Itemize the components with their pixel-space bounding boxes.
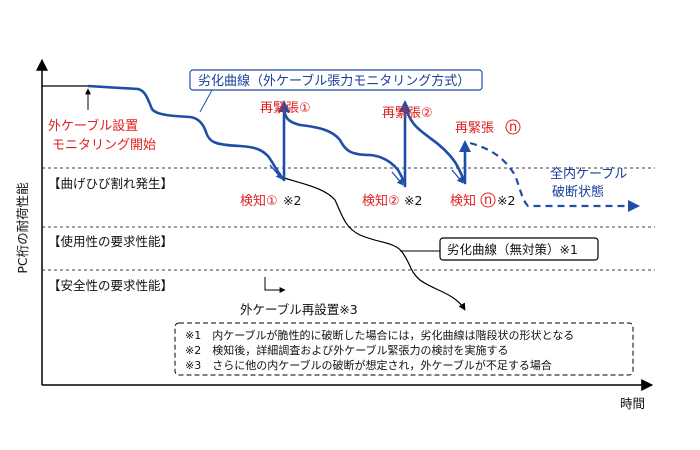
note-2: ※2 検知後，詳細調査および外ケーブル緊張力の検討を実施する [185,343,509,357]
y-axis-label: PC桁の耐荷性能 [15,182,30,274]
degradation-curve-no-measures [283,177,466,311]
break-label-2: 破断状態 [552,184,604,200]
detect-n-circle-letter: n [484,193,492,208]
degradation-curve-monitoring [87,84,467,188]
detect-1-note: ※2 [283,193,301,208]
retension-n-circle [505,119,521,135]
retension-n-label: 再緊張 [455,121,494,136]
monitor-label-1: 外ケーブル設置 [48,118,138,134]
reinstall-arrow [264,277,286,293]
detect-2-note: ※2 [404,193,422,208]
note-3: ※3 さらに他の内ケーブルの破断が想定され，外ケーブルが不足する場合 [185,358,552,372]
deg-curve-box [189,69,483,91]
detect-n-label: 検知 [450,193,476,209]
retension-1-arrowhead [278,100,290,112]
notes-box [174,322,634,376]
deg-curve-leader [199,89,213,113]
retension-n-arrowhead [459,140,471,152]
serviceability-level-label: 【使用性の要求性能】 [48,234,173,249]
detect-1-arrow [269,164,283,180]
detect-1-label: 検知① [240,193,278,209]
deg-curve-box-label: 劣化曲線（外ケーブル張力モニタリング方式） [198,73,470,89]
degradation-curve-future [469,141,630,208]
retension-1-label: 再緊張① [260,101,311,116]
crack-level-label: 【曲げひび割れ発生】 [48,176,173,191]
future-arrowhead [628,200,640,212]
deg-none-box-label: 劣化曲線（無対策）※1 [447,242,578,257]
monitor-label-2: モニタリング開始 [52,138,156,153]
x-axis-label: 時間 [620,396,645,411]
retension-2-label: 再緊張② [382,106,433,121]
deg-none-box [439,237,599,261]
detect-2-arrow [391,171,404,186]
note-1: ※1 内ケーブルが脆性的に破断した場合には，劣化曲線は階段状の形状となる [185,328,574,342]
break-label-1: 全内ケーブル [550,166,627,182]
detect-n-arrow [451,169,464,184]
reinstall-label: 外ケーブル再設置※3 [240,302,358,317]
detect-2-label: 検知② [362,193,400,209]
retension-2-arrowhead [399,100,411,112]
detect-n-circle [480,192,496,208]
safety-level-label: 【安全性の要求性能】 [48,278,173,293]
retension-n-circle-letter: n [509,120,517,135]
detect-n-note: ※2 [497,193,515,208]
